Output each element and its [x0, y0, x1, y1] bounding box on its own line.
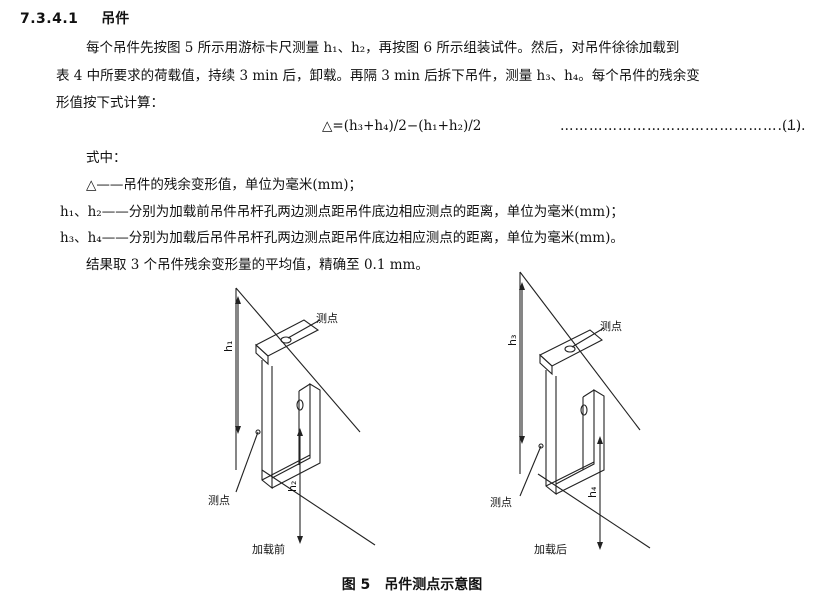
right-dim-bottom-label: h₄ [586, 486, 599, 498]
right-top-measure-point-label: 测点 [600, 320, 622, 333]
legend-dash: —— [101, 204, 129, 220]
left-figure-caption: 加载前 [252, 542, 285, 556]
legend-dash: —— [96, 177, 124, 193]
legend-intro: 式中： [86, 150, 127, 166]
left-dim-top-label: h₁ [222, 341, 235, 352]
section-title: 吊件 [101, 11, 130, 27]
result-sentence: 结果取 3 个吊件残余变形量的平均值，精确至 0.1 mm。 [86, 257, 429, 273]
legend-text: 分别为加载前吊件吊杆孔两边测点距吊件底边相应测点的距离，单位为毫米(mm)； [128, 204, 624, 220]
left-hanger-figure [235, 287, 376, 546]
legend-symbol: h₁、h₂ [60, 204, 102, 220]
right-figure-caption: 加载后 [534, 543, 567, 556]
figure-caption: 图 5 吊件测点示意图 [0, 574, 824, 594]
section-number: 7.3.4.1 [20, 11, 79, 27]
legend-symbol: △ [86, 177, 97, 193]
legend-item-delta: △——吊件的残余变形值，单位为毫米(mm)； [86, 173, 362, 193]
paragraph-line-3: 形值按下式计算： [56, 95, 164, 111]
figure-number: 图 5 [341, 577, 371, 593]
figure-title: 吊件测点示意图 [384, 577, 483, 593]
right-dim-top-label: h₃ [506, 335, 519, 346]
legend-text: 分别为加载后吊件吊杆孔两边测点距吊件底边相应测点的距离，单位为毫米(mm)。 [128, 230, 624, 246]
formula-expression: △=(h₃+h₄)/2−(h₁+h₂)/2 [322, 118, 482, 134]
formula-leader: …………………………………………… [560, 118, 807, 134]
legend-dash: —— [101, 230, 129, 246]
formula: △=(h₃+h₄)/2−(h₁+h₂)/2 [322, 118, 481, 134]
legend-text: 吊件的残余变形值，单位为毫米(mm)； [123, 177, 363, 193]
section-heading: 7.3.4.1 吊件 [20, 8, 129, 28]
left-top-measure-point-label: 测点 [316, 312, 338, 325]
right-bottom-measure-point-label: 测点 [490, 496, 512, 509]
left-bottom-measure-point-label: 测点 [208, 494, 230, 507]
legend-item-h1h2: h₁、h₂——分别为加载前吊件吊杆孔两边测点距吊件底边相应测点的距离，单位为毫米… [60, 200, 624, 220]
legend-symbol: h₃、h₄ [60, 230, 102, 246]
legend-item-h3h4: h₃、h₄——分别为加载后吊件吊杆孔两边测点距吊件底边相应测点的距离，单位为毫米… [60, 226, 624, 246]
right-hanger-figure [519, 271, 651, 550]
paragraph-line-2: 表 4 中所要求的荷载值，持续 3 min 后，卸载。再隔 3 min 后拆下吊… [56, 68, 700, 84]
paragraph-line-1: 每个吊件先按图 5 所示用游标卡尺测量 h₁、h₂，再按图 6 所示组装试件。然… [86, 40, 680, 56]
left-dim-bottom-label: h₂ [286, 481, 299, 492]
formula-number: (1) [782, 118, 802, 134]
